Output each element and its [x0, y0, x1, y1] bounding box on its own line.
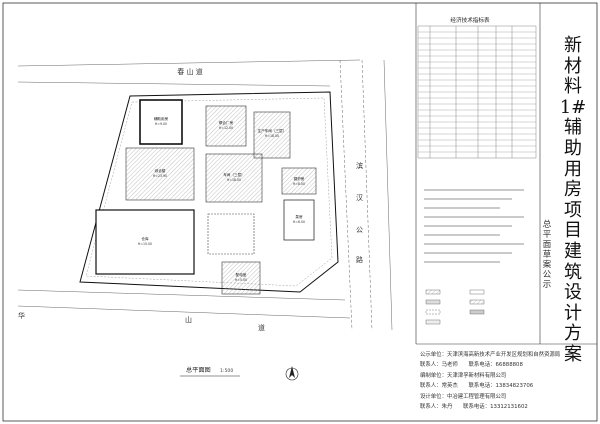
publicity-line: 联系人：马老师 联系电话：66888808 — [420, 362, 523, 369]
building-yard — [207, 213, 255, 255]
drawing-subtitle: 总平面草案公示 — [542, 220, 552, 290]
project-title: 新材料1#辅助用房项目建筑设计方案 — [559, 35, 587, 365]
plan-scale: 1:500 — [220, 368, 233, 374]
road-label-bottom-1: 华 — [18, 311, 25, 320]
building-label: 联合厂房 — [219, 120, 234, 125]
roads — [17, 59, 393, 331]
legend — [425, 289, 485, 325]
building-complex — [125, 147, 195, 201]
indicator-table-rows — [418, 31, 536, 153]
road-label-right-3: 公 — [356, 226, 363, 234]
building-warehouse — [95, 209, 195, 275]
publicity-line: 联系人：朱丹 联系电话：13312131602 — [420, 404, 528, 410]
publicity-line: 联系人：常英杰 联系电话：13834823706 — [420, 383, 534, 390]
road-label-right-1: 滨 — [356, 161, 363, 170]
building-label: 辅助用房 — [154, 116, 169, 121]
building-power — [221, 261, 261, 295]
building-height-label: H=18.00 — [265, 134, 279, 138]
publicity-line: 公示单位：天津滨海高新技术产业开发区规划和自然资源局 — [420, 352, 561, 358]
building-height-label: H=6.00 — [293, 220, 305, 224]
building-label: 生产车间（三层） — [258, 128, 287, 133]
building-height-label: H=8.00 — [293, 182, 305, 186]
road-label-bottom-3: 道 — [258, 323, 265, 332]
building-height-label: H=18.00 — [227, 178, 241, 182]
building-joint-plant — [205, 105, 247, 147]
design-notes — [424, 189, 524, 263]
building-boiler — [281, 167, 317, 195]
site-boundary — [79, 91, 339, 293]
north-arrow — [285, 366, 299, 381]
building-auxiliary — [139, 99, 183, 145]
building-height-label: H=12.00 — [219, 126, 233, 130]
building-pump — [283, 199, 315, 241]
publicity-line: 编制单位：天津津孚新材料有限公司 — [420, 372, 507, 379]
inner-setback-line — [85, 97, 333, 287]
building-height-label: H=5.00 — [235, 278, 247, 282]
building-height-label: H=9.00 — [155, 122, 167, 126]
road-label-bottom-2: 山 — [185, 315, 192, 324]
building-label: 车间（三层） — [223, 172, 245, 177]
building-height-label: H=23.90 — [153, 174, 167, 178]
road-label-top: 春 山 道 — [177, 67, 202, 76]
building-label: 配电室 — [236, 272, 247, 277]
building-workshop-b — [205, 153, 263, 203]
indicator-table-title: 经济技术指标表 — [450, 16, 490, 24]
building-label: 综合楼 — [155, 168, 166, 173]
road-label-right-2: 汉 — [356, 194, 363, 202]
building-label: 锅炉房 — [294, 176, 305, 181]
publicity-line: 设计单位：中冶建工程管理有限公司 — [420, 393, 507, 400]
road-label-right-4: 路 — [356, 255, 363, 264]
building-workshop-a — [253, 111, 291, 159]
buildings — [95, 99, 317, 295]
building-label: 泵房 — [295, 214, 303, 219]
building-height-label: H=15.00 — [138, 242, 152, 246]
plan-caption: 总平面图 — [186, 366, 211, 374]
building-label: 仓库 — [141, 236, 149, 241]
